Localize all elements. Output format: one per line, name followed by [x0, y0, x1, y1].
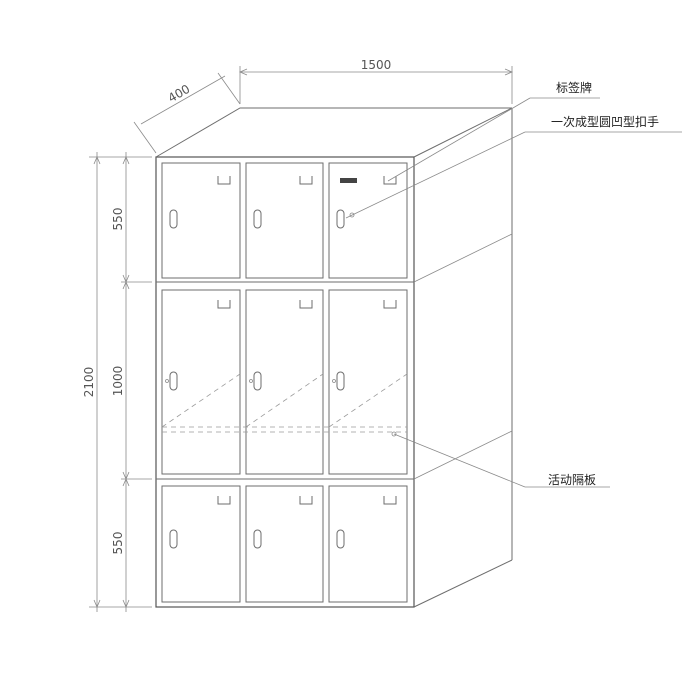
hook-top-1 — [217, 176, 231, 185]
label-shelf-text: 活动隔板 — [548, 473, 596, 487]
hook-middle-2 — [299, 300, 313, 309]
hook-bottom-1 — [217, 496, 231, 505]
dimension-width-text: 1500 — [361, 58, 392, 72]
label-handle: 一次成型圆凹型扣手 — [345, 115, 682, 219]
cabinet-side-divider-1 — [413, 233, 513, 283]
door-bottom-1 — [161, 485, 241, 603]
door-middle-1 — [161, 289, 241, 475]
door-middle-3 — [328, 289, 408, 475]
middle-row-doors — [161, 289, 408, 475]
dimension-depth: 400 — [133, 72, 241, 154]
dimension-middle-section-text: 1000 — [111, 366, 125, 397]
door-top-3 — [328, 162, 408, 279]
handle-bottom-2 — [253, 529, 262, 549]
door-top-1 — [161, 162, 241, 279]
hook-top-2 — [299, 176, 313, 185]
label-handle-text: 一次成型圆凹型扣手 — [551, 115, 659, 129]
handle-top-1 — [169, 209, 178, 229]
cabinet-top-face — [155, 107, 513, 158]
dimension-bottom-section-text: 550 — [111, 532, 125, 555]
hook-middle-1 — [217, 300, 231, 309]
bottom-row-doors — [161, 485, 408, 603]
dimension-sections: 550 1000 550 — [111, 152, 152, 612]
door-bottom-2 — [245, 485, 324, 603]
hook-top-3 — [383, 176, 397, 185]
cabinet-side-divider-2 — [413, 430, 513, 480]
label-name-plate: 标签牌 — [387, 80, 600, 182]
hook-bottom-2 — [299, 496, 313, 505]
cabinet-side-bottom-edge — [413, 559, 513, 608]
handle-top-2 — [253, 209, 262, 229]
dimension-depth-text: 400 — [166, 82, 193, 106]
label-shelf: 活动隔板 — [391, 431, 610, 488]
hook-middle-3 — [383, 300, 397, 309]
handle-middle-2 — [253, 371, 262, 391]
hook-bottom-3 — [383, 496, 397, 505]
dimension-total-height-text: 2100 — [82, 367, 96, 398]
handle-top-3 — [336, 209, 345, 229]
door-middle-2 — [245, 289, 324, 475]
cabinet-front-frame — [155, 156, 415, 608]
dimension-total-height: 2100 — [82, 152, 152, 612]
top-row-doors — [161, 162, 408, 279]
handle-bottom-1 — [169, 529, 178, 549]
handle-middle-3 — [336, 371, 345, 391]
door-top-2 — [245, 162, 324, 279]
handle-middle-1 — [169, 371, 178, 391]
label-name-plate-text: 标签牌 — [556, 80, 592, 95]
dimension-width: 1500 — [238, 58, 514, 104]
name-plate-icon — [340, 178, 357, 183]
door-bottom-3 — [328, 485, 408, 603]
dimension-top-section-text: 550 — [111, 208, 125, 231]
handle-bottom-3 — [336, 529, 345, 549]
